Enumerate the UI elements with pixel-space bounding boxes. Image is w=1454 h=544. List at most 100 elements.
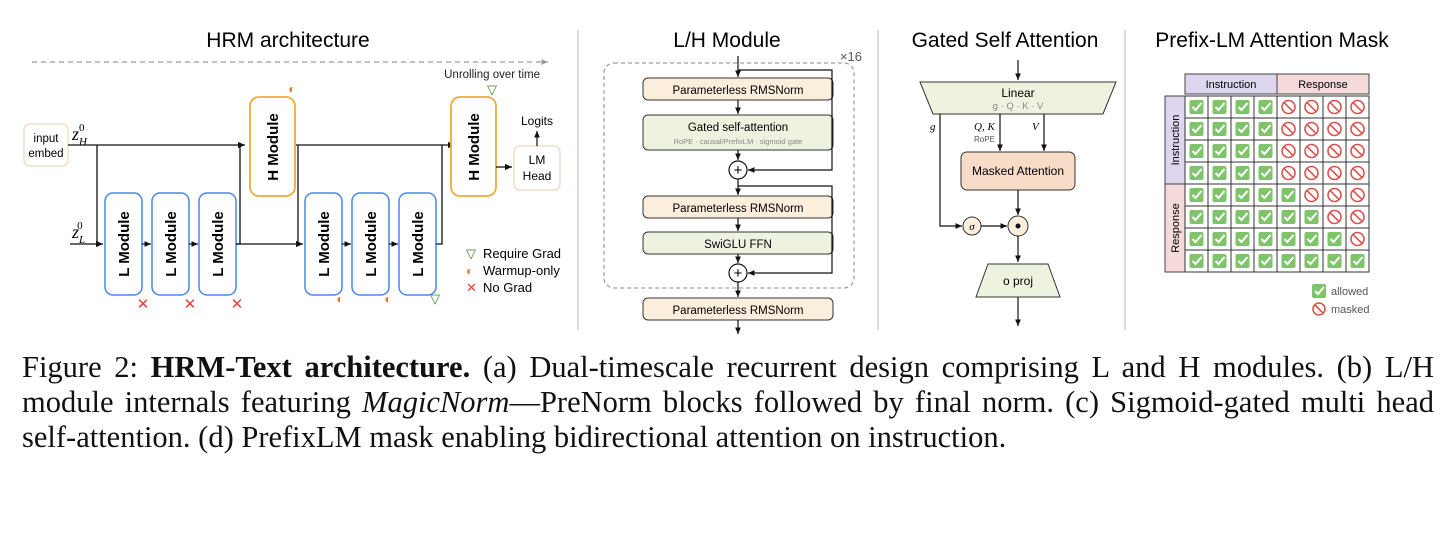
allowed-icon — [1189, 144, 1204, 158]
masked-icon — [1350, 99, 1365, 115]
allowed-icon — [1350, 254, 1365, 268]
legend-masked-slash — [1314, 304, 1324, 314]
masked-icon — [1304, 121, 1319, 137]
row-instruction-label: Instruction — [1170, 115, 1182, 166]
v-label: V — [1032, 121, 1040, 133]
caption-label: Figure 2: — [22, 350, 151, 384]
check-icon — [1237, 212, 1249, 222]
allowed-icon — [1235, 210, 1250, 224]
sigmoid-label: σ — [969, 221, 975, 233]
masked-icon — [1350, 187, 1365, 203]
lm-label: LM — [529, 153, 546, 167]
allowed-icon — [1189, 232, 1204, 246]
g-label: g — [930, 121, 936, 133]
check-icon — [1329, 234, 1341, 244]
caption-text-2: —PreNorm blocks followed by final norm. … — [22, 385, 1434, 454]
check-icon — [1237, 124, 1249, 134]
rmsnorm-label: Parameterless RMSNorm — [673, 85, 804, 97]
h-module-label: H Module — [265, 113, 282, 181]
masked-icon — [1304, 165, 1319, 181]
allowed-icon — [1235, 232, 1250, 246]
allowed-icon — [1212, 100, 1227, 114]
masked-icon — [1304, 143, 1319, 159]
h-module-label: H Module — [466, 113, 483, 181]
masked-slash — [1283, 145, 1294, 157]
check-icon — [1237, 256, 1249, 266]
plus-sign: + — [734, 162, 743, 179]
check-icon — [1260, 212, 1272, 222]
allowed-icon — [1258, 232, 1273, 246]
hrm-legend: ▽ Require Grad ◐ Warmup-only ✕ No Grad — [466, 246, 561, 295]
embed-label: embed — [28, 148, 63, 160]
masked-attention-label: Masked Attention — [972, 164, 1064, 178]
allowed-icon — [1258, 166, 1273, 180]
check-icon — [1283, 234, 1295, 244]
legend-warmup-text: Warmup-only — [483, 263, 560, 278]
legend-require-grad-symbol: ▽ — [466, 246, 476, 261]
allowed-icon — [1212, 166, 1227, 180]
allowed-icon — [1258, 188, 1273, 202]
masked-slash — [1306, 189, 1317, 201]
masked-icon — [1327, 121, 1342, 137]
masked-icon — [1281, 165, 1296, 181]
no-grad-mark: ✕ — [137, 296, 150, 313]
allowed-icon — [1212, 188, 1227, 202]
masked-slash — [1306, 145, 1317, 157]
masked-slash — [1283, 167, 1294, 179]
zh-label: zH0 — [71, 122, 88, 148]
warmup-mark: ◐ — [384, 292, 391, 306]
legend-masked-label: masked — [1331, 304, 1370, 316]
masked-slash — [1352, 189, 1363, 201]
masked-icon — [1350, 231, 1365, 247]
swiglu-label: SwiGLU FFN — [704, 239, 772, 251]
check-icon — [1237, 234, 1249, 244]
masked-slash — [1352, 145, 1363, 157]
allowed-icon — [1258, 254, 1273, 268]
allowed-icon — [1189, 188, 1204, 202]
linear-label: Linear — [1001, 86, 1034, 100]
masked-icon — [1327, 187, 1342, 203]
allowed-icon — [1235, 254, 1250, 268]
check-icon — [1214, 212, 1226, 222]
legend-allowed-swatch — [1312, 284, 1326, 298]
allowed-icon — [1212, 232, 1227, 246]
warmup-mark: ◐ — [336, 292, 343, 306]
check-icon — [1260, 146, 1272, 156]
masked-icon — [1350, 209, 1365, 225]
masked-icon — [1327, 165, 1342, 181]
mask-title: Prefix-LM Attention Mask — [1155, 29, 1389, 52]
masked-icon — [1281, 121, 1296, 137]
masked-slash — [1329, 123, 1340, 135]
legend-no-grad-symbol: ✕ — [466, 280, 477, 295]
l-module-label: L Module — [410, 211, 427, 277]
masked-slash — [1329, 211, 1340, 223]
gsa-sub-label: RoPE · causal/PrefixLM · sigmoid gate — [674, 137, 803, 146]
lh-module-panel: L/H Module ×16 Parameterless RMSNorm Gat… — [603, 29, 862, 334]
gsa-label: Gated self-attention — [688, 122, 788, 134]
check-icon — [1237, 168, 1249, 178]
allowed-icon — [1212, 144, 1227, 158]
gate-line — [939, 114, 962, 229]
repeat-label: ×16 — [840, 49, 862, 64]
allowed-icon — [1327, 232, 1342, 246]
masked-slash — [1352, 233, 1363, 245]
check-icon — [1214, 190, 1226, 200]
allowed-icon — [1281, 232, 1296, 246]
l-to-h-line — [436, 145, 443, 245]
logits-label: Logits — [521, 114, 553, 128]
residual-path — [738, 185, 833, 276]
check-icon — [1237, 190, 1249, 200]
allowed-icon — [1327, 254, 1342, 268]
masked-slash — [1306, 101, 1317, 113]
masked-slash — [1352, 101, 1363, 113]
repeat-frame — [603, 62, 855, 289]
allowed-icon — [1235, 144, 1250, 158]
check-icon — [1191, 256, 1203, 266]
hrm-panel: HRM architecture Unrolling over time inp… — [23, 29, 561, 313]
figure-2-diagram: HRM architecture Unrolling over time inp… — [23, 29, 1389, 334]
masked-slash — [1306, 123, 1317, 135]
zl-label: zL0 — [71, 220, 85, 246]
allowed-icon — [1189, 254, 1204, 268]
no-grad-mark: ✕ — [231, 296, 244, 313]
masked-slash — [1329, 101, 1340, 113]
